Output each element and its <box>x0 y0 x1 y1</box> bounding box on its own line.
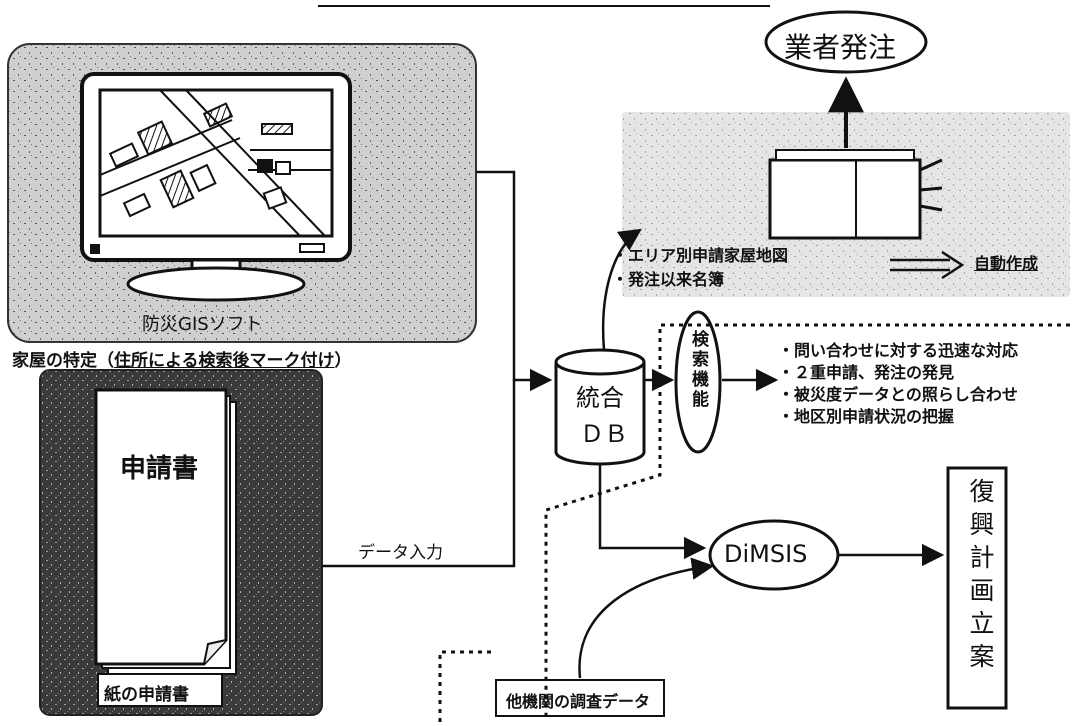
integrated-db-label-line1: 統合 <box>576 384 624 412</box>
auto-create-label: 自動作成 <box>974 254 1039 273</box>
house-identification-text: 家屋の特定（ <box>12 351 114 371</box>
map-buildings <box>108 102 293 218</box>
integrated-db-label-line2: ＤＢ <box>580 420 628 448</box>
application-form-title: 申請書 <box>120 454 199 484</box>
integrated-db-cylinder <box>554 348 646 466</box>
printed-output-item: ・エリア別申請家屋地図 <box>612 246 789 265</box>
printed-output-item: ・発注以来名簿 <box>612 270 725 289</box>
other-agency-data-label: 他機関の調査データ <box>506 692 651 711</box>
monitor-stand <box>126 266 306 302</box>
search-output-item: ・問い合わせに対する迅速な対応 <box>778 341 1019 360</box>
application-document <box>94 388 228 666</box>
data-input-label: データ入力 <box>358 543 443 563</box>
gis-software-panel <box>7 43 477 343</box>
paper-application-caption: 紙の申請書 <box>104 685 189 705</box>
contractor-order-ellipse <box>764 10 928 74</box>
other-agency-data-box <box>495 679 665 717</box>
contractor-order-label: 業者発注 <box>784 31 897 64</box>
gis-software-caption: 防災GISソフト <box>142 314 263 335</box>
search-function-label: 検索機能 <box>688 330 708 410</box>
house-identification-label: 家屋の特定（住所による検索後マーク付け） <box>12 346 352 371</box>
house-identification-detail: 住所による検索後マーク付け <box>114 351 335 371</box>
recovery-plan-box <box>946 466 1008 710</box>
recovery-plan-label: 復興計画立案 <box>966 478 995 676</box>
dotted-boundary <box>438 323 1070 722</box>
search-function-ellipse <box>674 310 722 454</box>
printed-output-list: ・エリア別申請家屋地図 ・発注以来名簿 <box>612 242 788 290</box>
dimsis-label: DiMSIS <box>724 540 808 568</box>
paper-application-panel <box>39 369 323 716</box>
search-output-list: ・問い合わせに対する迅速な対応 ・２重申請、発注の発見 ・被災度データとの照らし… <box>778 340 1018 428</box>
printer-panel <box>622 112 1070 297</box>
printer-icon <box>768 158 922 240</box>
house-identification-close: ） <box>334 351 352 371</box>
search-output-item: ・被災度データとの照らし合わせ <box>778 385 1018 404</box>
search-output-item: ・２重申請、発注の発見 <box>778 363 955 382</box>
search-output-item: ・地区別申請状況の把握 <box>778 407 955 426</box>
